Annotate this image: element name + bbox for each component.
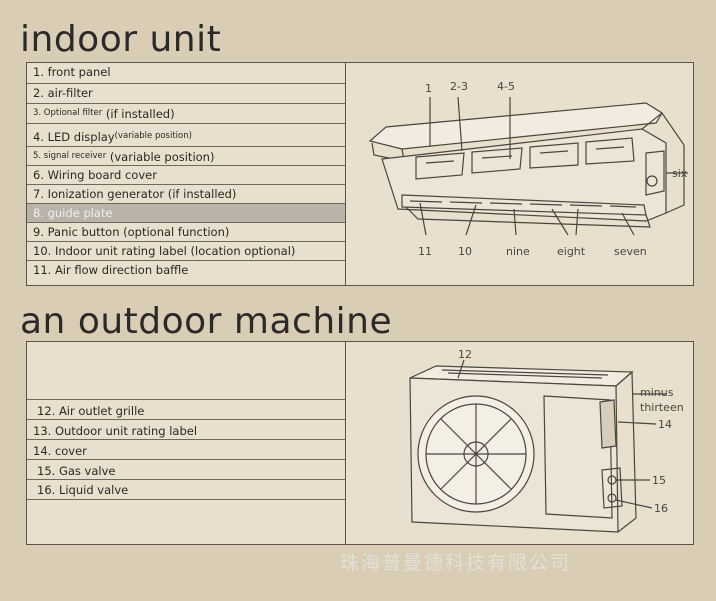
outdoor-parts-list: 12. Air outlet grille 13. Outdoor unit r… [27, 342, 346, 544]
callout-seven: seven [614, 245, 647, 258]
callout-10: 10 [458, 245, 472, 258]
indoor-part-5-name: 5. signal receiver [33, 151, 107, 161]
outdoor-part-12: 12. Air outlet grille [27, 400, 345, 420]
indoor-unit-panel: 1. front panel 2. air-filter 3. Optional… [26, 62, 694, 286]
outdoor-unit-diagram: 12 minus thirteen 14 15 16 [409, 348, 684, 533]
callout-1: 1 [425, 82, 432, 95]
indoor-unit-drawing [368, 96, 688, 236]
indoor-part-4-note: (variable position) [114, 131, 192, 141]
outdoor-unit-panel: 12. Air outlet grille 13. Outdoor unit r… [26, 341, 694, 545]
indoor-part-4: 4. LED display(variable position) [27, 124, 345, 147]
callout-eight: eight [557, 245, 586, 258]
indoor-part-6: 6. Wiring board cover [27, 166, 345, 185]
indoor-part-4-name: 4. LED display [33, 130, 115, 144]
indoor-part-5-note: (variable position) [106, 150, 215, 164]
callout-15: 15 [652, 474, 666, 487]
indoor-part-10: 10. Indoor unit rating label (location o… [27, 242, 345, 261]
indoor-part-3-name: 3. Optional filter [33, 108, 103, 118]
indoor-part-7: 7. Ionization generator (if installed) [27, 185, 345, 204]
outdoor-part-13: 13. Outdoor unit rating label [27, 420, 345, 440]
callout-4-5: 4-5 [497, 80, 515, 93]
callout-six: six [672, 167, 688, 180]
indoor-unit-diagram: 1 2-3 4-5 six 11 10 nine eight seven [368, 80, 688, 258]
indoor-unit-title: indoor unit [20, 19, 222, 60]
indoor-part-3-note: (if installed) [102, 107, 175, 121]
watermark: 珠海普曼德科技有限公司 [340, 552, 572, 574]
callout-12: 12 [458, 348, 472, 361]
outdoor-part-14: 14. cover [27, 440, 345, 460]
indoor-part-5: 5. signal receiver (variable position) [27, 147, 345, 166]
callout-16: 16 [654, 502, 668, 515]
outdoor-unit-drawing [409, 359, 666, 533]
callout-2-3: 2-3 [450, 80, 468, 93]
callout-nine: nine [506, 245, 530, 258]
callout-minus: minus [640, 386, 674, 399]
outdoor-list-blank-bottom [27, 500, 345, 544]
indoor-part-9: 9. Panic button (optional function) [27, 223, 345, 242]
indoor-part-2: 2. air-filter [27, 84, 345, 104]
indoor-part-11: 11. Air flow direction baffle [33, 263, 189, 277]
outdoor-list-blank [27, 342, 345, 400]
indoor-part-8: 8. guide plate [27, 204, 345, 223]
callout-14: 14 [658, 418, 672, 431]
outdoor-part-16: 16. Liquid valve [27, 480, 345, 500]
callout-11: 11 [418, 245, 432, 258]
indoor-parts-list: 1. front panel 2. air-filter 3. Optional… [27, 63, 346, 285]
callout-thirteen: thirteen [640, 401, 684, 414]
outdoor-unit-title: an outdoor machine [20, 301, 393, 342]
indoor-part-1: 1. front panel [27, 63, 345, 84]
outdoor-part-15: 15. Gas valve [27, 460, 345, 480]
indoor-part-3: 3. Optional filter (if installed) [27, 104, 345, 124]
